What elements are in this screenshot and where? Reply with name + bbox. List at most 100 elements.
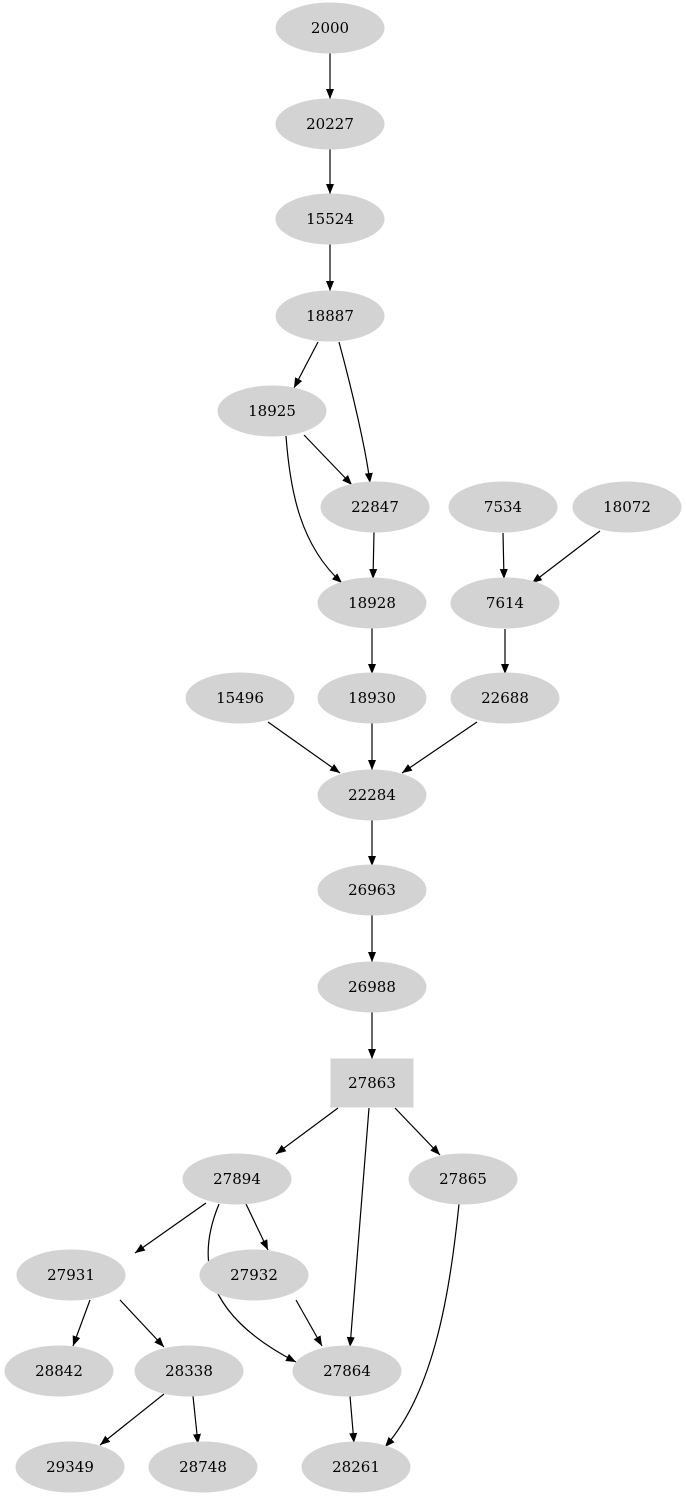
node-22847: 22847	[320, 481, 430, 533]
node-28338: 28338	[134, 1345, 244, 1397]
edges-layer	[72, 53, 601, 1448]
node-label: 2000	[311, 19, 349, 37]
node-ellipse	[317, 577, 427, 629]
node-18072: 18072	[572, 481, 682, 533]
edge-22688-to-22284	[401, 721, 478, 774]
edge-28338-to-28748	[192, 1395, 201, 1445]
node-ellipse	[182, 1153, 292, 1205]
node-27931: 27931	[16, 1249, 126, 1301]
node-ellipse	[199, 1249, 309, 1301]
edge-18925-to-22847	[303, 434, 353, 486]
edge-18887-to-22847	[338, 341, 373, 484]
node-ellipse	[317, 672, 427, 724]
edge-27894-to-27931	[134, 1202, 207, 1254]
node-ellipse	[320, 481, 430, 533]
node-15496: 15496	[185, 672, 295, 724]
node-27864: 27864	[292, 1345, 402, 1397]
node-label: 27932	[230, 1266, 278, 1284]
node-label: 22847	[351, 498, 399, 516]
node-ellipse	[275, 2, 385, 54]
node-ellipse	[450, 577, 560, 629]
node-27863: 27863	[330, 1058, 414, 1108]
edge-27931-to-28842	[72, 1299, 91, 1347]
node-ellipse	[292, 1345, 402, 1397]
node-label: 15524	[306, 210, 354, 228]
edge-27931-to-28338	[119, 1299, 165, 1348]
node-27894: 27894	[182, 1153, 292, 1205]
edge-27863-to-27894	[275, 1107, 339, 1155]
edge-27863-to-27865	[394, 1107, 441, 1156]
node-label: 28842	[35, 1362, 83, 1380]
node-22284: 22284	[317, 769, 427, 821]
edge-28338-to-29349	[99, 1393, 165, 1446]
node-7534: 7534	[448, 481, 558, 533]
node-ellipse	[275, 193, 385, 245]
node-ellipse	[450, 672, 560, 724]
node-label: 18928	[348, 594, 396, 612]
node-18928: 18928	[317, 577, 427, 629]
node-2000: 2000	[275, 2, 385, 54]
node-label: 28338	[165, 1362, 213, 1380]
node-26963: 26963	[317, 864, 427, 916]
edge-18072-to-7614	[531, 530, 601, 584]
node-ellipse	[317, 864, 427, 916]
nodes-layer: 2000 20227 15524 18887 18925 22847 7534 18072 18…	[4, 2, 682, 1493]
node-ellipse	[448, 481, 558, 533]
node-label: 18072	[603, 498, 651, 516]
node-ellipse	[148, 1441, 258, 1493]
edge-27863-to-27864	[346, 1107, 370, 1348]
node-20227: 20227	[275, 98, 385, 150]
node-label: 15496	[216, 689, 264, 707]
node-label: 27864	[323, 1362, 371, 1380]
node-ellipse	[217, 385, 327, 437]
node-ellipse	[301, 1441, 411, 1493]
edge-22847-to-18928	[369, 531, 378, 580]
edge-15496-to-22284	[267, 721, 341, 774]
node-27865: 27865	[408, 1153, 518, 1205]
node-28748: 28748	[148, 1441, 258, 1493]
node-28261: 28261	[301, 1441, 411, 1493]
node-label: 27931	[47, 1266, 95, 1284]
node-ellipse	[408, 1153, 518, 1205]
edge-27894-to-27932	[245, 1203, 269, 1251]
node-label: 27865	[439, 1170, 487, 1188]
node-ellipse	[15, 1441, 125, 1493]
edge-18925-to-18928	[285, 435, 343, 584]
node-22688: 22688	[450, 672, 560, 724]
node-box	[330, 1058, 414, 1108]
node-label: 26988	[348, 978, 396, 996]
node-ellipse	[275, 98, 385, 150]
edge-27865-to-28261	[384, 1203, 460, 1448]
node-ellipse	[185, 672, 295, 724]
node-label: 28261	[332, 1458, 380, 1476]
edge-27932-to-27864	[295, 1299, 323, 1347]
edge-7534-to-7614	[499, 532, 508, 580]
node-label: 18930	[348, 689, 396, 707]
node-18887: 18887	[275, 290, 385, 342]
node-label: 18887	[306, 307, 354, 325]
node-label: 7534	[484, 498, 522, 516]
node-label: 20227	[306, 115, 354, 133]
node-label: 29349	[46, 1458, 94, 1476]
node-label: 27863	[348, 1074, 396, 1092]
edge-18887-to-18925	[293, 341, 319, 389]
node-label: 27894	[213, 1170, 261, 1188]
node-label: 7614	[486, 594, 524, 612]
node-18925: 18925	[217, 385, 327, 437]
node-label: 22688	[481, 689, 529, 707]
node-28842: 28842	[4, 1345, 114, 1397]
node-ellipse	[134, 1345, 244, 1397]
node-7614: 7614	[450, 577, 560, 629]
node-ellipse	[317, 961, 427, 1013]
node-15524: 15524	[275, 193, 385, 245]
node-26988: 26988	[317, 961, 427, 1013]
node-ellipse	[16, 1249, 126, 1301]
node-27932: 27932	[199, 1249, 309, 1301]
node-label: 28748	[179, 1458, 227, 1476]
node-18930: 18930	[317, 672, 427, 724]
node-ellipse	[4, 1345, 114, 1397]
node-label: 22284	[348, 786, 396, 804]
node-label: 18925	[248, 402, 296, 420]
node-ellipse	[572, 481, 682, 533]
